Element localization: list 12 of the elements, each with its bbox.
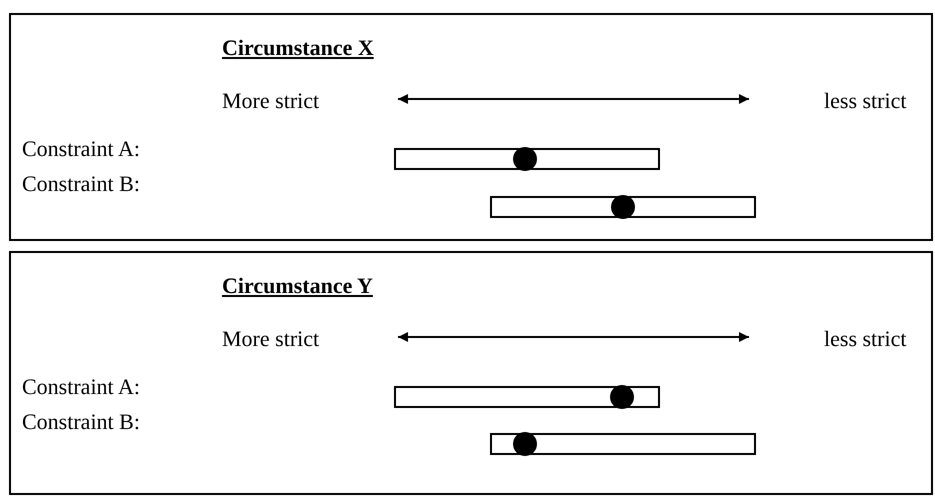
scale-label: less strict <box>824 328 906 350</box>
panel-title: Circumstance X <box>222 37 374 59</box>
panel-frame <box>9 13 933 241</box>
scale-label: More strict <box>222 90 320 112</box>
scale-label: less strict <box>824 90 906 112</box>
constraint-label: Constraint A: <box>22 138 140 160</box>
constraint-label: Constraint A: <box>22 376 140 398</box>
scale-label: More strict <box>222 328 320 350</box>
panel-title: Circumstance Y <box>222 275 373 297</box>
constraint-label: Constraint B: <box>22 411 140 433</box>
constraint-label: Constraint B: <box>22 173 140 195</box>
panel-frame <box>9 251 933 495</box>
